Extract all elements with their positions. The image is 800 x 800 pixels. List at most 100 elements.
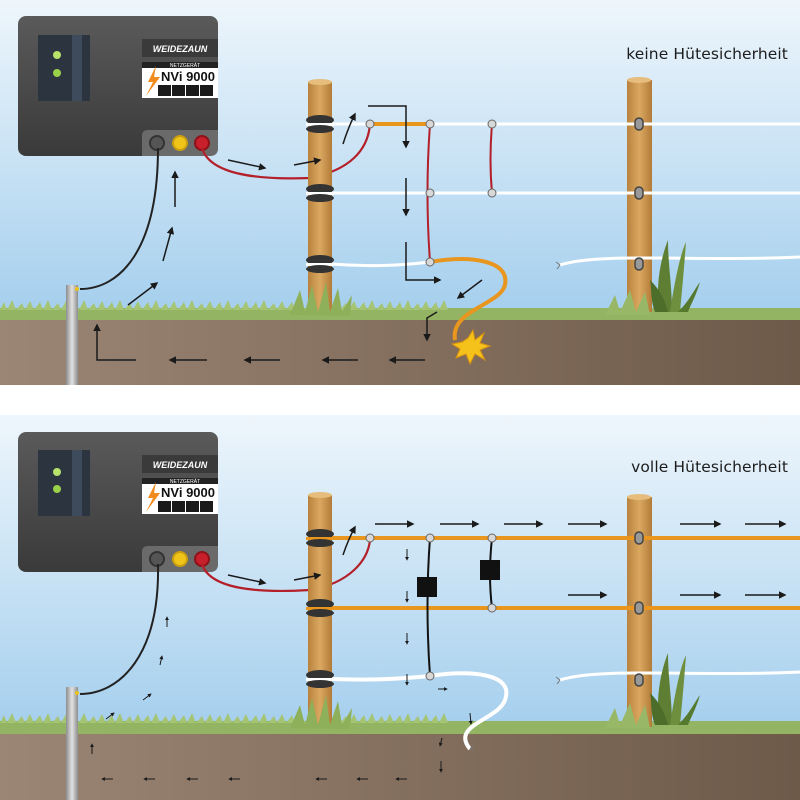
wire-connector xyxy=(425,671,435,681)
arrow-icon xyxy=(293,572,322,581)
ground-terminal xyxy=(149,551,165,567)
arrow-icon xyxy=(438,737,443,747)
current-flow-arrows xyxy=(93,105,483,364)
wire-connector xyxy=(365,119,375,129)
arrow-icon xyxy=(293,157,322,166)
lightning-icon xyxy=(146,482,160,512)
insulator xyxy=(306,670,334,688)
soil xyxy=(0,733,800,800)
frayed-wire-end xyxy=(555,676,561,685)
jumper-cable xyxy=(426,537,431,677)
insulator xyxy=(306,115,334,133)
insulator xyxy=(306,184,334,202)
arrow-icon xyxy=(162,226,175,262)
wire-connector xyxy=(425,533,435,543)
grass-tuft-icon xyxy=(605,290,650,315)
fence-wire-bottom-right xyxy=(559,255,800,267)
animal-icons xyxy=(158,501,213,512)
ground-cable xyxy=(79,563,160,695)
ground-rod xyxy=(66,285,78,385)
led-indicator xyxy=(53,51,61,59)
insulator xyxy=(634,531,644,545)
subtitle-label: NETZGERÄT xyxy=(170,478,200,485)
panel-no-safety: WEIDEZAUN NETZGERÄT NVi 9000 xyxy=(0,0,800,385)
fence-terminal xyxy=(194,551,210,567)
arrow-icon xyxy=(227,159,267,171)
plant-icon xyxy=(650,653,700,725)
leak-current-arrows xyxy=(90,549,473,781)
arrow-icon xyxy=(159,655,164,666)
arrow-icon xyxy=(142,693,152,701)
wire-connector xyxy=(425,119,435,129)
yellow-terminal xyxy=(172,551,188,567)
animal-icons xyxy=(158,85,213,96)
arrow-icon xyxy=(127,282,159,306)
wire-connector xyxy=(487,603,497,613)
insulator xyxy=(634,673,644,687)
ground-cable xyxy=(79,147,159,290)
ground-clamp xyxy=(75,691,79,695)
lightning-icon xyxy=(146,66,160,96)
insulator xyxy=(634,257,644,271)
model-label: NVi 9000 xyxy=(161,485,215,500)
frayed-wire-end xyxy=(469,744,475,751)
grass-tuft-icon xyxy=(290,695,352,729)
insulator xyxy=(306,529,334,547)
wire-connector xyxy=(425,188,435,198)
current-flow-arrows xyxy=(227,520,787,599)
frayed-wire-end xyxy=(555,261,561,270)
wire-connector xyxy=(487,533,497,543)
led-indicator xyxy=(53,468,61,476)
arrow-icon xyxy=(227,574,267,586)
arrow-icon xyxy=(368,105,410,149)
brand-label: WEIDEZAUN xyxy=(153,460,208,470)
arrow-icon xyxy=(342,525,356,556)
led-indicator xyxy=(53,485,61,493)
caption-no-safety: keine Hütesicherheit xyxy=(626,45,788,63)
jumper-cable xyxy=(489,123,493,194)
panel-full-safety: WEIDEZAUN NETZGERÄT NVi 9000 xyxy=(0,415,800,800)
caption-full-safety: volle Hütesicherheit xyxy=(631,458,788,476)
led-window xyxy=(38,450,90,516)
broken-live-wire xyxy=(429,257,508,341)
scene-full-safety: WEIDEZAUN NETZGERÄT NVi 9000 xyxy=(0,415,800,800)
energizer-device: WEIDEZAUN NETZGERÄT NVi 9000 xyxy=(18,16,218,156)
arrow-icon xyxy=(405,242,442,284)
fence-wire-bottom-right xyxy=(559,670,800,682)
insulator xyxy=(634,186,644,200)
arrow-icon xyxy=(105,712,115,720)
arrow-icon xyxy=(342,112,356,145)
yellow-terminal xyxy=(172,135,188,151)
scene-no-safety: WEIDEZAUN NETZGERÄT NVi 9000 xyxy=(0,0,800,385)
fence-terminal xyxy=(194,135,210,151)
wire-connector xyxy=(487,119,497,129)
wire-connector xyxy=(365,533,375,543)
brand-plate xyxy=(142,455,218,473)
insulator xyxy=(634,601,644,615)
grass-tuft-icon xyxy=(290,282,352,316)
model-label: NVi 9000 xyxy=(161,69,215,84)
spark-icon xyxy=(450,328,492,366)
led-indicator xyxy=(53,69,61,77)
soil xyxy=(0,318,800,385)
insulator xyxy=(306,599,334,617)
brand-plate xyxy=(142,39,218,57)
arrow-icon xyxy=(423,311,438,342)
led-window xyxy=(38,35,90,101)
ground-terminal xyxy=(149,135,165,151)
isolator-block-icon xyxy=(417,577,437,597)
insulator xyxy=(634,117,644,131)
arrow-icon xyxy=(456,279,483,299)
grass-tuft-icon xyxy=(605,703,650,728)
energizer-device: WEIDEZAUN NETZGERÄT NVi 9000 xyxy=(18,432,218,572)
plant-icon xyxy=(650,240,700,312)
arrow-icon xyxy=(468,712,473,725)
grass-strip xyxy=(0,713,800,734)
insulator xyxy=(306,255,334,273)
arrow-icon xyxy=(93,323,136,361)
brand-label: WEIDEZAUN xyxy=(153,44,208,54)
ground-clamp xyxy=(75,287,79,291)
wire-connector xyxy=(487,188,497,198)
fence-wire-bottom-left xyxy=(331,260,431,268)
grass-strip xyxy=(0,300,800,320)
